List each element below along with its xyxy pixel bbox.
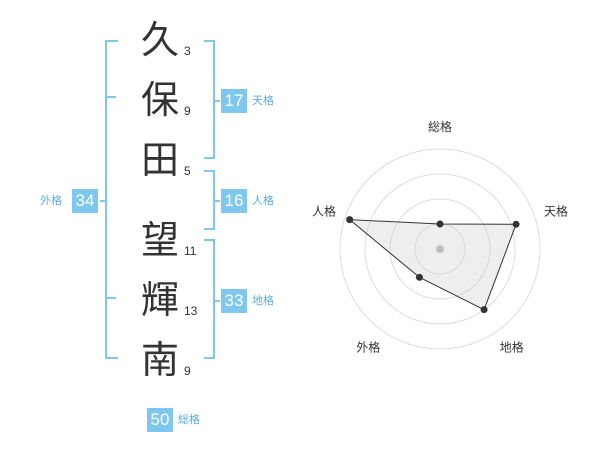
tenkaku-badge: 17	[221, 89, 247, 113]
radar-center-dot	[436, 245, 444, 253]
jinkaku-label: 人格	[252, 194, 274, 207]
radar-axis-label: 天格	[544, 203, 568, 218]
name-char-4: 望	[140, 218, 179, 262]
stroke-count-5: 13	[184, 304, 198, 318]
radar-axis-label: 総格	[428, 119, 452, 134]
jinkaku-badge: 16	[221, 189, 247, 213]
radar-axis-label: 人格	[312, 203, 336, 218]
name-char-3: 田	[140, 138, 179, 182]
chikaku-label: 地格	[252, 294, 274, 307]
radar-data-point	[436, 220, 444, 228]
tenkaku-bracket	[204, 40, 215, 159]
radar-grid-ring	[339, 148, 541, 350]
radar-data-point	[346, 216, 354, 224]
chikaku-badge: 33	[221, 289, 247, 313]
radar-axis-label: 地格	[500, 340, 524, 355]
gaikaku-label: 外格	[40, 194, 62, 207]
radar-series-polygon	[348, 219, 517, 311]
radar-axis-label: 外格	[356, 340, 380, 355]
name-char-5: 輝	[140, 278, 179, 322]
stroke-count-4: 11	[184, 244, 197, 258]
stroke-count-3: 5	[184, 164, 191, 178]
stroke-count-6: 9	[184, 364, 191, 378]
gaikaku-bracket	[105, 40, 118, 359]
radar-grid-ring	[389, 198, 491, 300]
name-char-2: 保	[140, 78, 179, 122]
radar-data-point	[415, 273, 423, 281]
gaikaku-badge: 34	[72, 189, 98, 213]
stroke-count-2: 9	[184, 104, 191, 118]
radar-data-point	[512, 220, 520, 228]
name-char-6: 南	[140, 338, 179, 382]
stroke-count-1: 3	[184, 44, 191, 58]
chikaku-bracket	[204, 239, 215, 359]
tenkaku-label: 天格	[252, 94, 274, 107]
radar-data-point	[480, 306, 488, 314]
soukaku-label: 総格	[178, 413, 200, 426]
name-char-1: 久	[140, 18, 179, 62]
soukaku-badge: 50	[147, 408, 173, 432]
radar-grid-ring	[364, 173, 516, 325]
